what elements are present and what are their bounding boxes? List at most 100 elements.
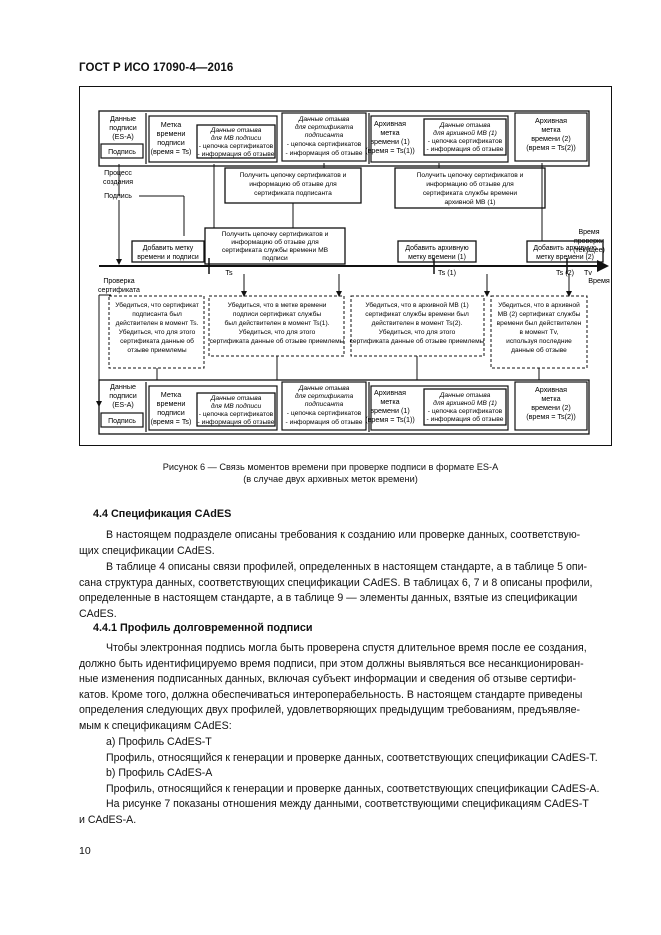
top-revoc-arch — [423, 118, 507, 156]
svg-text:информацию об отзыве для: информацию об отзыве для — [249, 180, 337, 188]
paragraph-1-line-1: В настоящем подразделе описаны требовани… — [106, 529, 581, 541]
tick-ts1: Ts (1) — [438, 268, 456, 277]
svg-text:метка: метка — [380, 397, 399, 406]
paragraph-2-line-4: CAdES. — [79, 607, 117, 620]
svg-text:используя последние: используя последние — [506, 338, 572, 345]
top-data-signed-l2: подписи — [109, 123, 136, 132]
top-esa-container — [98, 110, 590, 167]
svg-text:(время = Ts(2)): (время = Ts(2)) — [526, 143, 576, 152]
bottom-esa-container — [98, 379, 590, 435]
svg-text:Убедиться, что для этого: Убедиться, что для этого — [379, 328, 456, 336]
svg-text:сертификата данные об отзыве п: сертификата данные об отзыве приемлемы — [210, 337, 345, 345]
svg-text:Данные: Данные — [110, 382, 136, 391]
svg-text:подписи: подписи — [262, 255, 288, 262]
svg-text:для сертификата: для сертификата — [295, 123, 354, 131]
check-cert-label: Проверка сертификата — [98, 278, 140, 294]
svg-text:Убедиться, что в метке времени: Убедиться, что в метке времени — [228, 301, 327, 309]
paragraph-2-line-2: сана структура данных, соответствующих с… — [79, 576, 593, 589]
svg-text:времени и подписи: времени и подписи — [137, 254, 199, 261]
svg-text:Добавить архивную: Добавить архивную — [405, 244, 468, 252]
svg-text:проверки: проверки — [574, 238, 604, 245]
top-revoc-mv — [196, 124, 276, 159]
svg-text:(время = Ts): (время = Ts) — [151, 417, 192, 426]
svg-text:- информация об отзыве: - информация об отзыве — [427, 145, 504, 153]
svg-text:Метка: Метка — [161, 390, 181, 399]
svg-text:(время = Ts): (время = Ts) — [151, 147, 192, 156]
svg-text:подписи сертификат службы: подписи сертификат службы — [233, 310, 321, 318]
top-sign-label: Подпись — [108, 149, 136, 156]
svg-text:был действителен в момент Ts(1: был действителен в момент Ts(1). — [225, 319, 330, 327]
svg-text:Получить цепочку сертификатов: Получить цепочку сертификатов и — [240, 172, 347, 179]
svg-text:Данные отзыва: Данные отзыва — [439, 392, 491, 399]
svg-text:сертификата службы времени: сертификата службы времени — [423, 189, 518, 197]
svg-text:информацию об отзыве для: информацию об отзыве для — [426, 180, 514, 188]
svg-text:времени (2): времени (2) — [531, 134, 571, 143]
svg-text:- цепочка сертификатов: - цепочка сертификатов — [199, 143, 274, 150]
paragraph-2-line-3: определенные в настоящем стандарте, а в … — [79, 592, 578, 605]
top-archive1: Архивная метка времени (1) (время = Ts(1… — [365, 119, 415, 155]
verify-box-1 — [108, 295, 205, 369]
svg-text:подписанта: подписанта — [305, 400, 344, 408]
svg-text:подписанта был: подписанта был — [132, 310, 182, 318]
top-sign-box — [100, 143, 144, 159]
svg-text:Данные отзыва: Данные отзыва — [210, 395, 262, 402]
svg-text:метка: метка — [380, 128, 399, 137]
svg-text:времени (2): времени (2) — [531, 403, 571, 412]
svg-text:Добавить архивную: Добавить архивную — [533, 244, 596, 252]
svg-text:Архивная: Архивная — [374, 119, 406, 128]
svg-text:Проверка: Проверка — [103, 278, 134, 285]
svg-text:- информация об отзыве: - информация об отзыве — [286, 418, 363, 426]
svg-text:времени: времени — [157, 399, 186, 408]
svg-text:сертификата данные об отзыве п: сертификата данные об отзыве приемлемы — [350, 337, 485, 345]
time-axis-label: Время — [588, 276, 610, 285]
svg-text:подписи: подписи — [109, 391, 136, 400]
svg-text:Убедиться, что для этого: Убедиться, что для этого — [119, 328, 196, 336]
svg-text:информацию об отзыве для: информацию об отзыве для — [231, 238, 319, 246]
svg-text:времени (1): времени (1) — [370, 137, 410, 146]
svg-text:(время = Ts(1)): (время = Ts(1)) — [365, 146, 415, 155]
svg-text:времени был действителен: времени был действителен — [497, 319, 582, 327]
top-archive2 — [514, 112, 588, 162]
svg-text:Получить цепочку сертификатов: Получить цепочку сертификатов и — [417, 172, 524, 179]
figure-6-diagram: Данные подписи (ES-A) Подпись Метка врем… — [79, 86, 612, 446]
paragraph-1-line-2: щих спецификации CAdES. — [79, 544, 215, 557]
item-b-text: Профиль, относящийся к генерации и прове… — [106, 782, 600, 795]
svg-text:- цепочка сертификатов: - цепочка сертификатов — [428, 408, 503, 415]
svg-text:- цепочка сертификатов: - цепочка сертификатов — [428, 138, 503, 145]
svg-text:сертификата подписанта: сертификата подписанта — [254, 190, 332, 197]
svg-text:метка: метка — [541, 394, 560, 403]
document-header: ГОСТ Р ИСО 17090-4—2016 — [79, 62, 234, 74]
paragraph-2-line-1: В таблице 4 описаны связи профилей, опре… — [106, 561, 588, 573]
paragraph-4-line-1: На рисунке 7 показаны отношения между да… — [106, 798, 589, 811]
svg-text:сертификата данные об: сертификата данные об — [120, 337, 194, 345]
svg-text:данные об отзыве: данные об отзыве — [511, 346, 567, 354]
verify-box-3 — [350, 295, 485, 357]
top-timestamp: Метка времени подписи (время = Ts) — [151, 120, 192, 156]
svg-text:Данные отзыва: Данные отзыва — [210, 127, 262, 134]
svg-text:- цепочка сертификатов: - цепочка сертификатов — [287, 141, 362, 148]
item-a-label: а) Профиль CAdES-T — [106, 736, 212, 748]
figure-caption-line-1: Рисунок 6 — Связь моментов времени при п… — [162, 462, 499, 472]
tick-tv: Tv — [584, 268, 592, 277]
paragraph-2: В таблице 4 описаны связи профилей, опре… — [79, 560, 612, 622]
item-b-label: b) Профиль CAdES-A — [106, 767, 213, 780]
svg-text:Архивная: Архивная — [535, 385, 567, 394]
svg-text:Архивная: Архивная — [374, 388, 406, 397]
svg-text:Данные отзыва: Данные отзыва — [298, 116, 350, 123]
paragraph-3-line-2: должно быть идентифицируемо время подпис… — [79, 657, 584, 670]
paragraph-3-line-4: катов. Кроме того, должна обеспечиваться… — [79, 688, 583, 701]
svg-text:для МВ подписи: для МВ подписи — [211, 134, 262, 142]
add-arch1-box — [397, 240, 477, 263]
paragraph-1: В настоящем подразделе описаны требовани… — [79, 528, 612, 559]
figure-caption-line-2: (в случае двух архивных меток времени) — [243, 474, 418, 484]
svg-text:Данные отзыва: Данные отзыва — [298, 385, 350, 392]
svg-text:подписи: подписи — [157, 408, 184, 417]
add-arch2-box — [526, 240, 604, 263]
svg-text:МВ (2) сертификат службы: МВ (2) сертификат службы — [498, 310, 581, 318]
svg-text:(время = Ts(1)): (время = Ts(1)) — [365, 415, 415, 424]
figure-frame — [79, 86, 612, 446]
svg-text:метка: метка — [541, 125, 560, 134]
top-data-signed-l1: Данные — [110, 114, 136, 123]
svg-text:сертификат службы времени был: сертификат службы времени был — [365, 310, 469, 318]
